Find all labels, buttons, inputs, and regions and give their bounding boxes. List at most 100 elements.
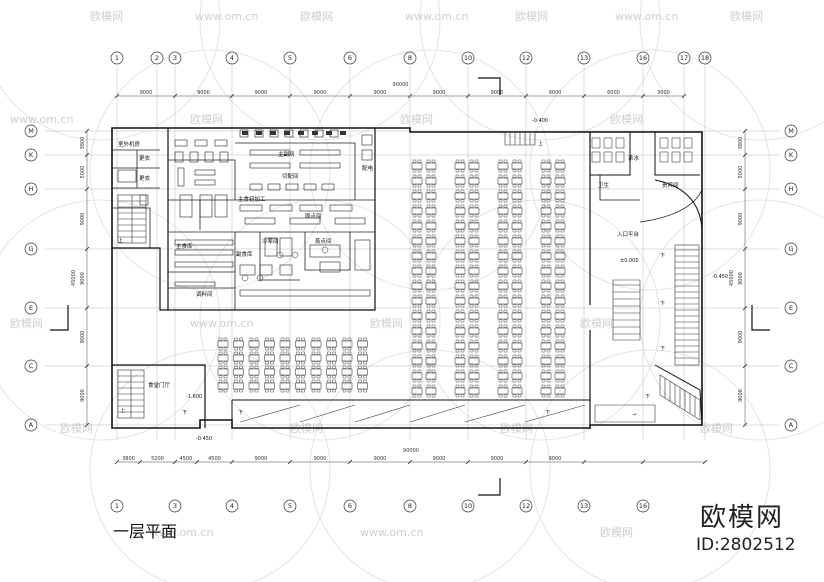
stair-nw [117,194,147,244]
dining-table [411,207,423,215]
toilet-fixtures [591,137,693,163]
dining-chair [517,384,522,388]
dining-chair [332,351,336,355]
axis-label: H [29,185,34,193]
dimension-total: 45000 [71,270,77,286]
dining-chair [517,354,522,358]
dining-chair [285,375,290,379]
dining-chair [469,184,474,188]
stair-down-mark: 下 [660,253,665,259]
dining-chair [512,219,517,223]
dining-chair [270,337,274,341]
dining-chair [555,234,560,238]
dining-chair [541,319,546,323]
dining-table [554,327,566,335]
kitchen-equipment-item [177,167,185,187]
dining-table [497,342,509,350]
dining-chair [474,384,479,388]
dining-chair [555,259,560,263]
kitchen-equipment-item [309,244,341,258]
dining-chair [517,204,522,208]
dining-chair [560,204,565,208]
dining-chair [316,347,321,351]
dining-chair [460,259,465,263]
dining-chair [347,375,352,379]
dining-chair [460,189,465,193]
axis-label: E [29,304,33,312]
axis-label: 16 [639,54,647,62]
kitchen-equipment-item [174,281,216,287]
dining-table [554,387,566,395]
dining-chair [546,349,551,353]
dining-chair [469,364,474,368]
dining-chair [426,349,431,353]
dining-chair [249,379,254,383]
dining-table [411,387,423,395]
dining-chair [560,169,565,173]
dining-chair [455,354,460,358]
dining-chair [431,354,436,358]
dining-chair [426,369,431,373]
dining-chair [460,309,465,313]
dining-chair [332,361,336,365]
dining-chair [412,304,417,308]
axis-label: 4 [230,54,234,62]
dining-chair [460,204,465,208]
axis-label: M [28,127,34,135]
dining-chair [412,189,417,193]
dining-chair [460,159,465,163]
dining-chair [555,264,560,268]
axis-bubble [24,359,38,373]
dining-chair [316,361,321,365]
dining-table [425,222,437,230]
dining-chair [363,337,367,341]
dining-chair [265,379,269,383]
dining-chair [503,274,508,278]
dimension-tick [287,459,293,465]
dining-chair [469,214,474,218]
dining-table [454,327,466,335]
dining-table [497,387,509,395]
dining-chair [455,364,460,368]
dining-table [425,312,437,320]
dining-chair [498,184,503,188]
dining-table [264,340,275,348]
dining-chair [503,304,508,308]
watermark-url: www.om.cn [195,10,258,23]
axis-label: 12 [522,54,530,62]
axis-bubble [636,51,650,65]
watermark-logo: 欧模网 [580,317,613,330]
dining-chair [517,294,522,298]
dining-table [554,312,566,320]
dining-chair [412,279,417,283]
dining-chair [455,339,460,343]
dining-chair [560,189,565,193]
dining-chair [546,394,551,398]
dining-table [310,340,322,348]
dining-table [279,368,291,376]
dining-chair [426,319,431,323]
dining-table [425,357,437,365]
dining-chair [503,189,508,193]
dining-table [217,340,229,348]
dining-chair [512,279,517,283]
dining-chair [560,339,565,343]
dining-chair [218,347,223,351]
section-marks [50,77,770,496]
dimension-tick [742,246,748,252]
dining-chair [412,244,417,248]
dining-table [497,252,509,260]
dining-chair [254,351,259,355]
dining-table [264,368,275,376]
axis-label: K [29,151,34,159]
dining-chair [460,354,465,358]
dining-chair [301,365,305,369]
dining-chair [498,324,503,328]
dining-chair [555,369,560,373]
dining-table [454,162,466,170]
dining-chair [431,364,436,368]
dining-chair [426,364,431,368]
dining-chair [285,351,290,355]
dining-chair [270,361,274,365]
axis-bubble [784,359,798,373]
